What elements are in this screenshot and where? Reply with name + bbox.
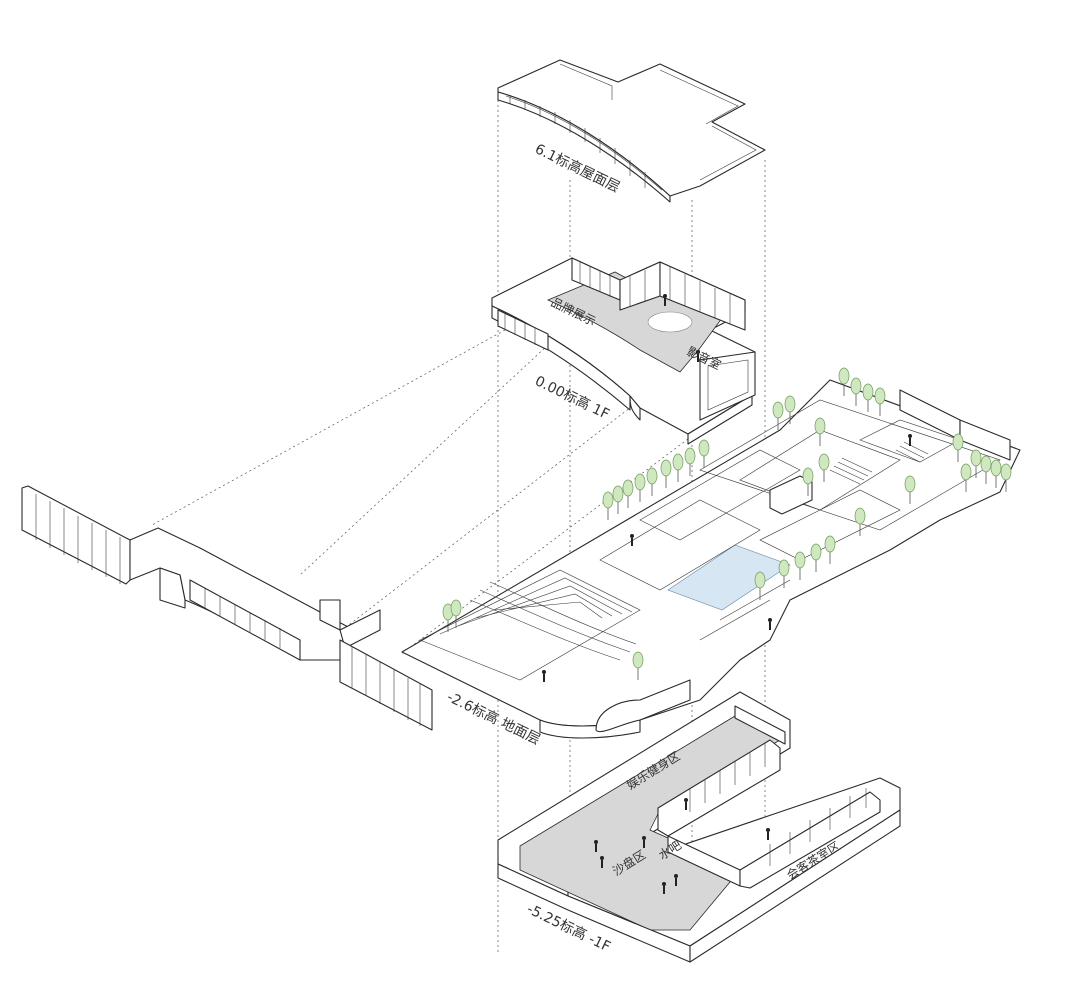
bridge-structure <box>21 485 433 731</box>
trees <box>442 367 1012 680</box>
level-1f: 品牌展示 影音室 0.00标高 1F <box>491 257 756 445</box>
level-b1: 娱乐健身区 水吧 沙盘区 会客茶室区 -5.25标高 -1F <box>497 691 901 963</box>
level-ground: -2.6标高 地面层 <box>401 367 1021 748</box>
roof-level: 6.1标高屋面层 <box>497 59 766 203</box>
